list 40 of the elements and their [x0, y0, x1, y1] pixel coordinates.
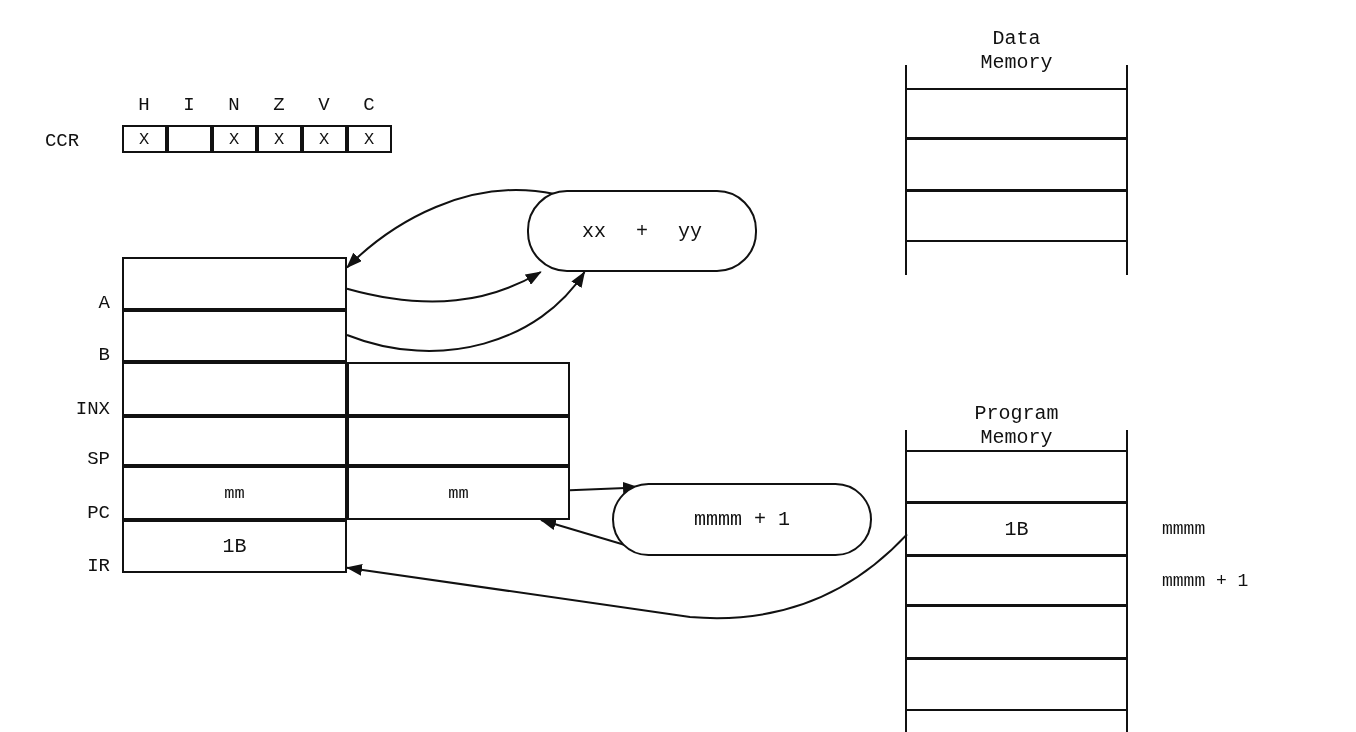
flag-label: I	[183, 96, 195, 115]
flag-label: Z	[273, 96, 285, 115]
memory-cell	[907, 190, 1126, 242]
memory-cell	[907, 450, 1126, 503]
cell-value: 1B	[1004, 517, 1029, 541]
memory-cell	[907, 605, 1126, 659]
register-name: A	[98, 292, 110, 314]
register-cell	[347, 362, 570, 416]
flag-label: N	[228, 96, 240, 115]
operation-text: mmmm + 1	[694, 508, 790, 531]
arrow	[346, 533, 908, 620]
flag-label: X	[228, 131, 240, 148]
memory-cell	[907, 138, 1126, 191]
memory-title: Data Memory	[979, 27, 1054, 75]
register-name: IR	[87, 555, 110, 577]
register-name: CCR	[44, 132, 80, 151]
arrow	[346, 271, 586, 352]
register-name: B	[98, 344, 110, 366]
flag-label: X	[273, 131, 285, 148]
flag-label: C	[363, 96, 375, 115]
cell-value: 1B	[222, 535, 247, 558]
flag-label: V	[318, 96, 330, 115]
register-name: PC	[87, 502, 110, 524]
flag-label: X	[363, 131, 375, 148]
flag-label: X	[138, 131, 150, 148]
flag-label: X	[318, 131, 330, 148]
address-label: mmmm + 1	[1162, 570, 1249, 591]
memory-title: Program Memory	[973, 402, 1060, 450]
register-cell	[347, 466, 570, 520]
register-name: SP	[87, 448, 110, 470]
operation-text: xx + yy	[582, 219, 702, 243]
memory-cell	[907, 88, 1126, 139]
cell-value: mm	[448, 483, 469, 503]
flag-label: H	[138, 96, 150, 115]
register-name: INX	[75, 398, 110, 420]
register-cell	[347, 416, 570, 466]
cell-value: mm	[224, 483, 245, 503]
arrow	[346, 271, 542, 303]
address-label: mmmm	[1162, 519, 1206, 539]
memory-cell	[907, 658, 1126, 711]
